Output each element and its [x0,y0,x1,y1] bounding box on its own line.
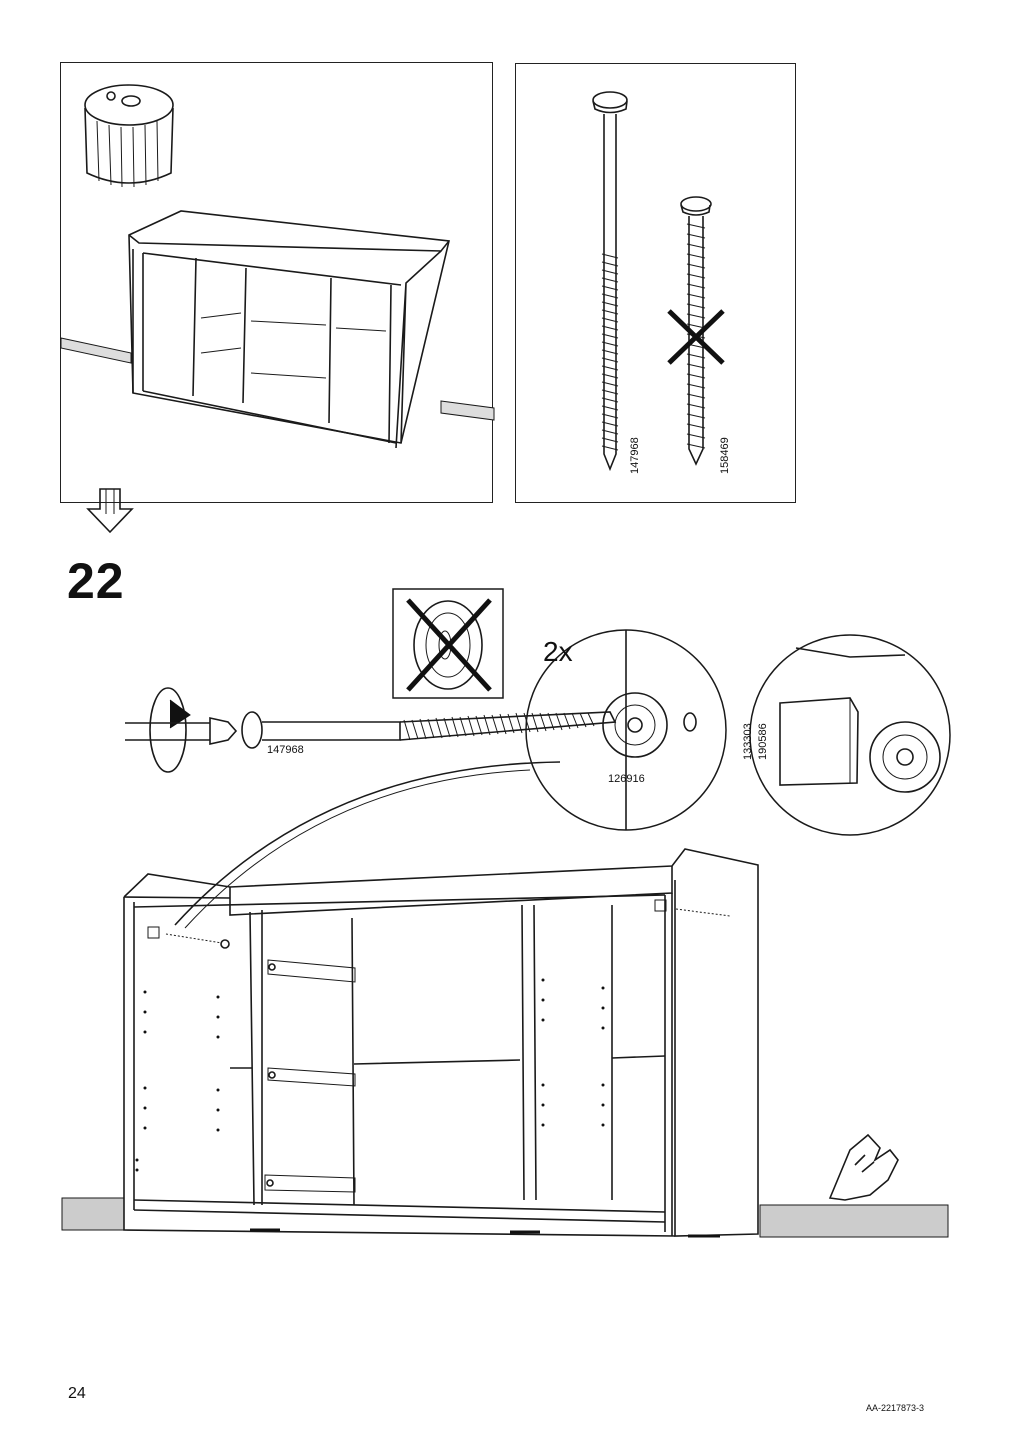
hand-push-icon [828,1133,899,1201]
step-number: 22 [67,553,125,609]
floor-left [61,1197,125,1231]
long-screw-part-number: 147968 [629,437,641,474]
cover-cap-detail-callout [749,634,951,836]
cover-cap-part-number-b: 190586 [757,723,769,760]
washer-part-number: 126916 [608,773,645,785]
not-allowed-cross-icon [406,598,492,692]
screw-part-number: 147968 [267,744,304,756]
screw-comparison-panel: 147968 158469 [515,63,796,503]
sideboard-assembly-drawing [123,848,759,1238]
down-arrow-icon [86,488,134,534]
page-number: 24 [68,1385,86,1402]
sideboard-drawing [128,210,450,449]
document-code: AA-2217873-3 [866,1403,925,1413]
floor-right [759,1204,949,1238]
screw-icon [241,711,617,749]
short-screw-part-number: 158469 [719,437,731,474]
cover-cap-part-number-a: 133303 [742,723,754,760]
short-screw-icon [680,196,712,466]
overview-panel [60,62,495,503]
screw-comparison-illustration: 147968 158469 [592,91,731,474]
wrong-washer-panel [392,588,504,699]
long-screw-icon [592,91,628,472]
quantity-label: 2x [543,636,573,667]
washer-detail-callout [525,629,727,831]
screwdriver-rotate-icon [125,687,238,773]
sideboard-overview-illustration [60,84,495,449]
callout-arc [174,761,561,926]
cover-cap-icon [84,84,174,188]
not-allowed-cross-icon [667,309,725,365]
